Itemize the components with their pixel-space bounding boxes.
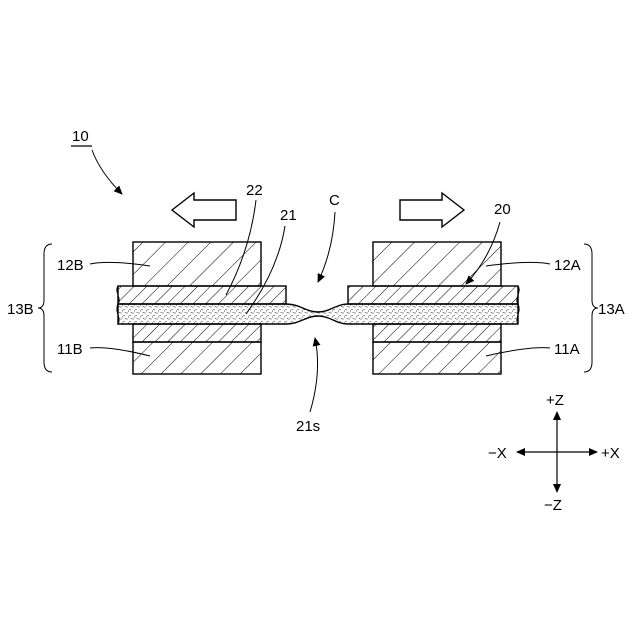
film-label: 20 xyxy=(494,201,511,218)
coating-label: 22 xyxy=(246,182,263,199)
device-label: 10 xyxy=(72,128,89,145)
right-stretch-arrow-icon xyxy=(400,193,464,227)
base-film-label: 21 xyxy=(280,207,297,224)
coating-layer-right xyxy=(348,286,518,304)
lower-clamp-left-top xyxy=(133,324,261,342)
right-group-label: 13A xyxy=(598,301,625,318)
left-group-brace xyxy=(38,244,52,372)
device-label-group: 10 xyxy=(71,128,122,194)
left-group-label: 13B xyxy=(7,301,34,318)
upper-clamp-left xyxy=(133,242,261,286)
thin-part-leader-arrow xyxy=(310,338,318,412)
axis-plus-x-label: +X xyxy=(601,445,620,462)
lower-clamp-right-top xyxy=(373,324,501,342)
axis-minus-z-label: −Z xyxy=(544,497,562,514)
axis-plus-z-label: +Z xyxy=(546,392,564,409)
device-leader-arrow xyxy=(92,150,122,194)
base-film xyxy=(118,304,518,324)
left-stretch-arrow-icon xyxy=(172,193,236,227)
upper-clamp-right-label: 12A xyxy=(554,257,581,274)
right-group-brace xyxy=(584,244,598,372)
lower-clamp-right-label: 11A xyxy=(554,341,580,358)
lower-clamp-left-bottom xyxy=(133,342,261,374)
coordinate-axes: +Z −Z +X −X xyxy=(488,392,620,514)
center-leader-arrow xyxy=(318,212,335,282)
center-label: C xyxy=(329,192,340,209)
lower-clamp-left-label: 11B xyxy=(57,341,83,358)
thin-part-label: 21s xyxy=(296,418,320,435)
axis-minus-x-label: −X xyxy=(488,445,507,462)
upper-clamp-left-label: 12B xyxy=(57,257,84,274)
lower-clamp-right-bottom xyxy=(373,342,501,374)
coating-layer-left xyxy=(118,286,286,304)
